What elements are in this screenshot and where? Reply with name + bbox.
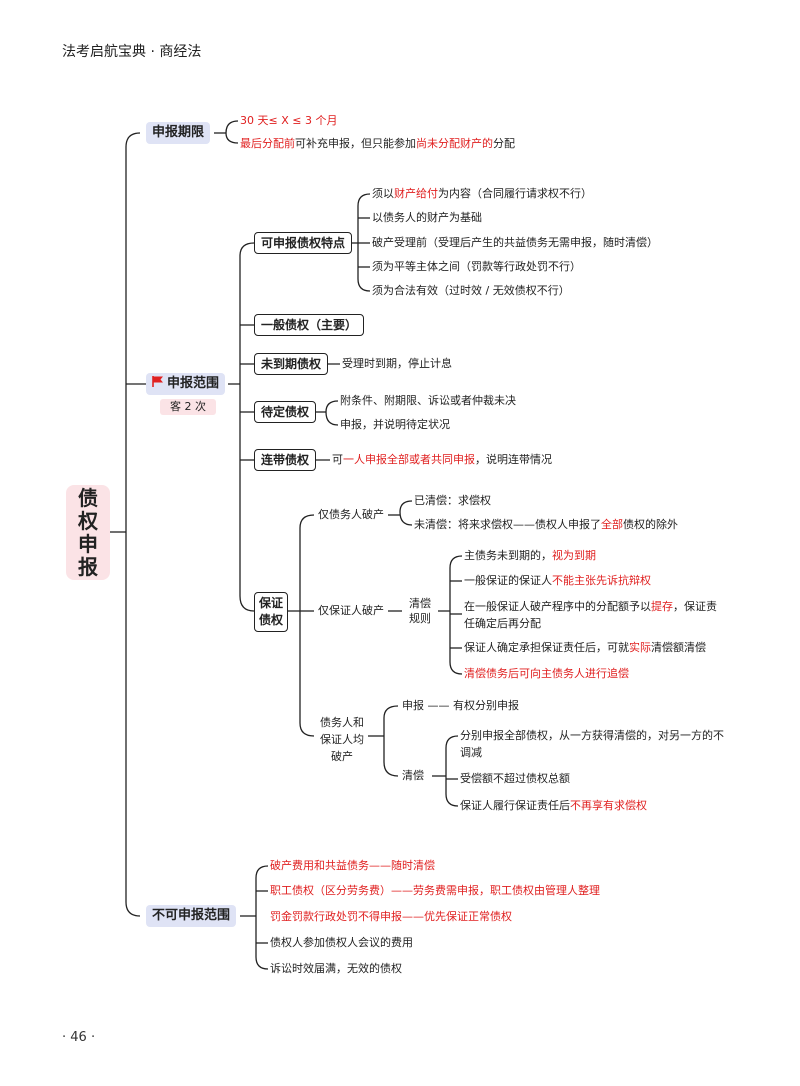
feature-item-3: 破产受理前（受理后产生的共益债务无需申报，随时清偿） bbox=[372, 236, 658, 249]
root-char: 申 bbox=[78, 531, 98, 556]
text-red: 一人申报全部或者共同申报 bbox=[343, 453, 475, 466]
text: 为内容（合同履行请求权不行） bbox=[438, 187, 592, 200]
text: 须以 bbox=[372, 187, 394, 200]
pay-item-1-line: 分别申报全部债权，从一方获得清偿的，对另一方的不 bbox=[460, 729, 724, 742]
text-red: 不再享有求偿权 bbox=[570, 799, 647, 812]
node-guarantee-line: 债权 bbox=[258, 613, 283, 627]
text-red: 尚未分配财产的 bbox=[416, 137, 493, 150]
excluded-item-5: 诉讼时效届满，无效的债权 bbox=[270, 962, 402, 975]
root-char: 债 bbox=[78, 485, 98, 510]
root-node: 债 权 申 报 bbox=[66, 485, 110, 580]
unmatured-text: 受理时到期，停止计息 bbox=[342, 357, 452, 370]
pay-item-1-line: 调减 bbox=[460, 746, 482, 759]
node-period: 申报期限 bbox=[146, 122, 211, 144]
text: 分配 bbox=[493, 137, 515, 150]
text-red: 实际 bbox=[629, 641, 651, 654]
pay-item-3: 保证人履行保证责任后不再享有求偿权 bbox=[460, 798, 647, 813]
frequency-tag: 客 2 次 bbox=[160, 399, 216, 415]
node-joint: 连带债权 bbox=[254, 449, 317, 471]
text: 清偿额清偿 bbox=[651, 641, 706, 654]
payment-rules-line: 规则 bbox=[409, 612, 431, 625]
node-general: 一般债权（主要） bbox=[254, 314, 365, 336]
flag-icon bbox=[152, 376, 163, 387]
period-item-1: 30 天≤ X ≤ 3 个月 bbox=[240, 114, 338, 127]
node-excluded: 不可申报范围 bbox=[146, 905, 237, 927]
node-scope-label: 申报范围 bbox=[167, 376, 220, 391]
rule-2: 一般保证的保证人不能主张先诉抗辩权 bbox=[464, 573, 651, 588]
root-char: 报 bbox=[78, 554, 98, 579]
rule-3-line: 任确定后再分配 bbox=[464, 617, 541, 630]
text: ，保证责 bbox=[673, 600, 717, 613]
root-char: 权 bbox=[78, 508, 98, 533]
node-unmatured: 未到期债权 bbox=[254, 353, 329, 375]
text: 保证人确定承担保证责任后，可就 bbox=[464, 641, 629, 654]
both-bankrupt-line: 保证人均 bbox=[320, 733, 364, 746]
text: 在一般保证人破产程序中的分配额予以 bbox=[464, 600, 651, 613]
text: 申报 bbox=[402, 699, 424, 712]
feature-item-1: 须以财产给付为内容（合同履行请求权不行） bbox=[372, 186, 592, 201]
pay-item-2: 受偿额不超过债权总额 bbox=[460, 772, 570, 785]
excluded-item-3: 罚金罚款行政处罚不得申报——优先保证正常债权 bbox=[270, 910, 512, 923]
excluded-item-4: 债权人参加债权人会议的费用 bbox=[270, 936, 413, 949]
node-guarantee: 保证 债权 bbox=[254, 592, 288, 632]
both-pay: 清偿 bbox=[402, 769, 424, 782]
payment-rules-line: 清偿 bbox=[409, 597, 431, 610]
text: —— 有权分别申报 bbox=[427, 699, 520, 712]
pay-item-1: 分别申报全部债权，从一方获得清偿的，对另一方的不 调减 bbox=[460, 727, 724, 761]
pending-item-2: 申报，并说明待定状况 bbox=[340, 418, 450, 431]
debtor-only-label: 仅债务人破产 bbox=[318, 508, 384, 521]
payment-rules-label: 清偿 规则 bbox=[406, 596, 434, 626]
text: 主债务未到期的， bbox=[464, 549, 552, 562]
text-red: 财产给付 bbox=[394, 187, 438, 200]
both-bankrupt-label: 债务人和 保证人均 破产 bbox=[318, 714, 366, 765]
text: 可补充申报，但只能参加 bbox=[295, 137, 416, 150]
both-declare: 申报 —— 有权分别申报 bbox=[402, 698, 519, 713]
feature-item-4: 须为平等主体之间（罚款等行政处罚不行） bbox=[372, 260, 581, 273]
both-bankrupt-line: 破产 bbox=[331, 750, 353, 763]
text: 保证人履行保证责任后 bbox=[460, 799, 570, 812]
pending-item-1: 附条件、附期限、诉讼或者仲裁未决 bbox=[340, 394, 516, 407]
text-red: 视为到期 bbox=[552, 549, 596, 562]
node-pending: 待定债权 bbox=[254, 401, 317, 423]
text: 债权的除外 bbox=[623, 518, 678, 531]
rule-4: 保证人确定承担保证责任后，可就实际清偿额清偿 bbox=[464, 640, 706, 655]
feature-item-2: 以债务人的财产为基础 bbox=[372, 211, 482, 224]
period-item-2: 最后分配前可补充申报，但只能参加尚未分配财产的分配 bbox=[240, 136, 515, 151]
page-header: 法考启航宝典 · 商经法 bbox=[62, 44, 202, 60]
feature-item-5: 须为合法有效（过时效 / 无效债权不行） bbox=[372, 284, 570, 297]
text: 可 bbox=[332, 453, 343, 466]
joint-text: 可一人申报全部或者共同申报，说明连带情况 bbox=[332, 452, 552, 467]
excluded-item-2: 职工债权（区分劳务费）——劳务费需申报，职工债权由管理人整理 bbox=[270, 884, 600, 897]
node-scope: 申报范围 bbox=[146, 373, 226, 395]
rule-3-line: 在一般保证人破产程序中的分配额予以提存，保证责 bbox=[464, 598, 717, 615]
node-features: 可申报债权特点 bbox=[254, 232, 353, 254]
rule-3: 在一般保证人破产程序中的分配额予以提存，保证责 任确定后再分配 bbox=[464, 598, 717, 632]
rule-1: 主债务未到期的，视为到期 bbox=[464, 548, 596, 563]
both-bankrupt-line: 债务人和 bbox=[320, 716, 364, 729]
rule-5: 清偿债务后可向主债务人进行追偿 bbox=[464, 667, 629, 680]
node-guarantee-line: 保证 bbox=[258, 596, 283, 610]
text-red: 提存 bbox=[651, 600, 673, 613]
page-number: · 46 · bbox=[62, 1030, 96, 1045]
debtor-paid: 已清偿：求偿权 bbox=[414, 494, 491, 507]
text-red: 全部 bbox=[601, 518, 623, 531]
text: 未清偿：将来求偿权——债权人申报了 bbox=[414, 518, 601, 531]
guarantor-only-label: 仅保证人破产 bbox=[318, 604, 384, 617]
excluded-item-1: 破产费用和共益债务——随时清偿 bbox=[270, 859, 435, 872]
text-red: 最后分配前 bbox=[240, 137, 295, 150]
text-red: 不能主张先诉抗辩权 bbox=[552, 574, 651, 587]
debtor-unpaid: 未清偿：将来求偿权——债权人申报了全部债权的除外 bbox=[414, 517, 678, 532]
text: 一般保证的保证人 bbox=[464, 574, 552, 587]
text: ，说明连带情况 bbox=[475, 453, 552, 466]
